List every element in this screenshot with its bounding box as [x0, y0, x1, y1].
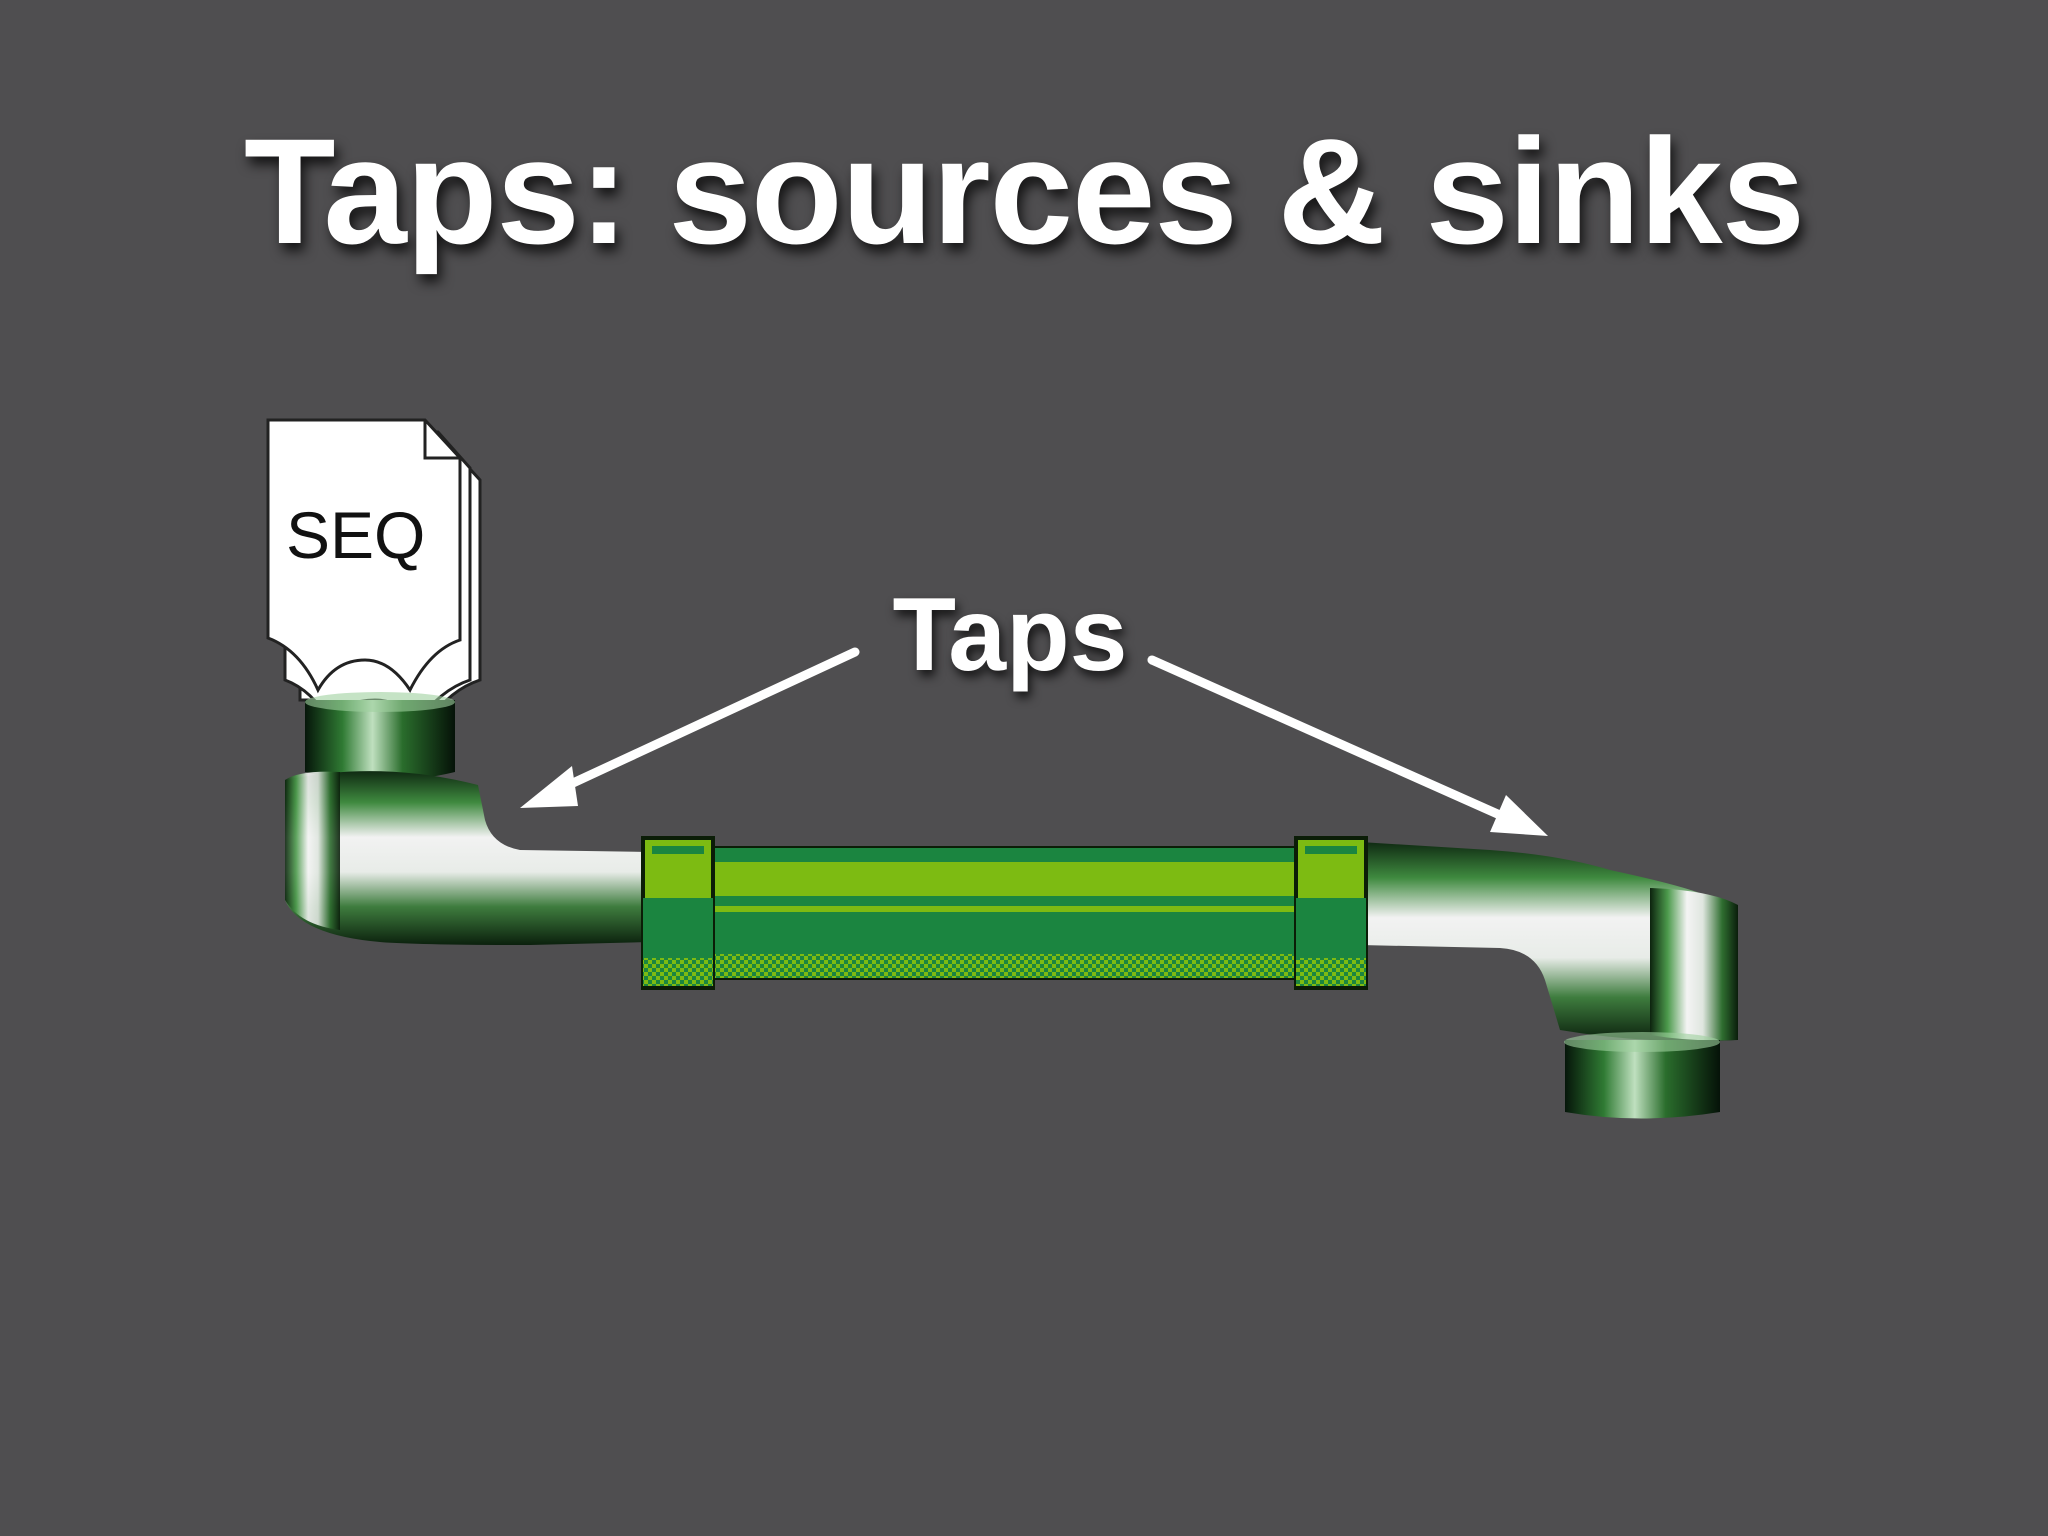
slide-title: Taps: sources & sinks	[243, 107, 1805, 275]
faucet-icon	[285, 692, 650, 945]
arrow-left	[520, 647, 860, 808]
faucet-icon	[1360, 842, 1738, 1119]
taps-callout-label: Taps	[892, 577, 1128, 693]
arrow-right	[1147, 655, 1548, 836]
pipe	[641, 836, 1368, 990]
source-file-label: SEQ	[286, 498, 425, 572]
document-stack-icon: SEQ	[266, 418, 482, 725]
